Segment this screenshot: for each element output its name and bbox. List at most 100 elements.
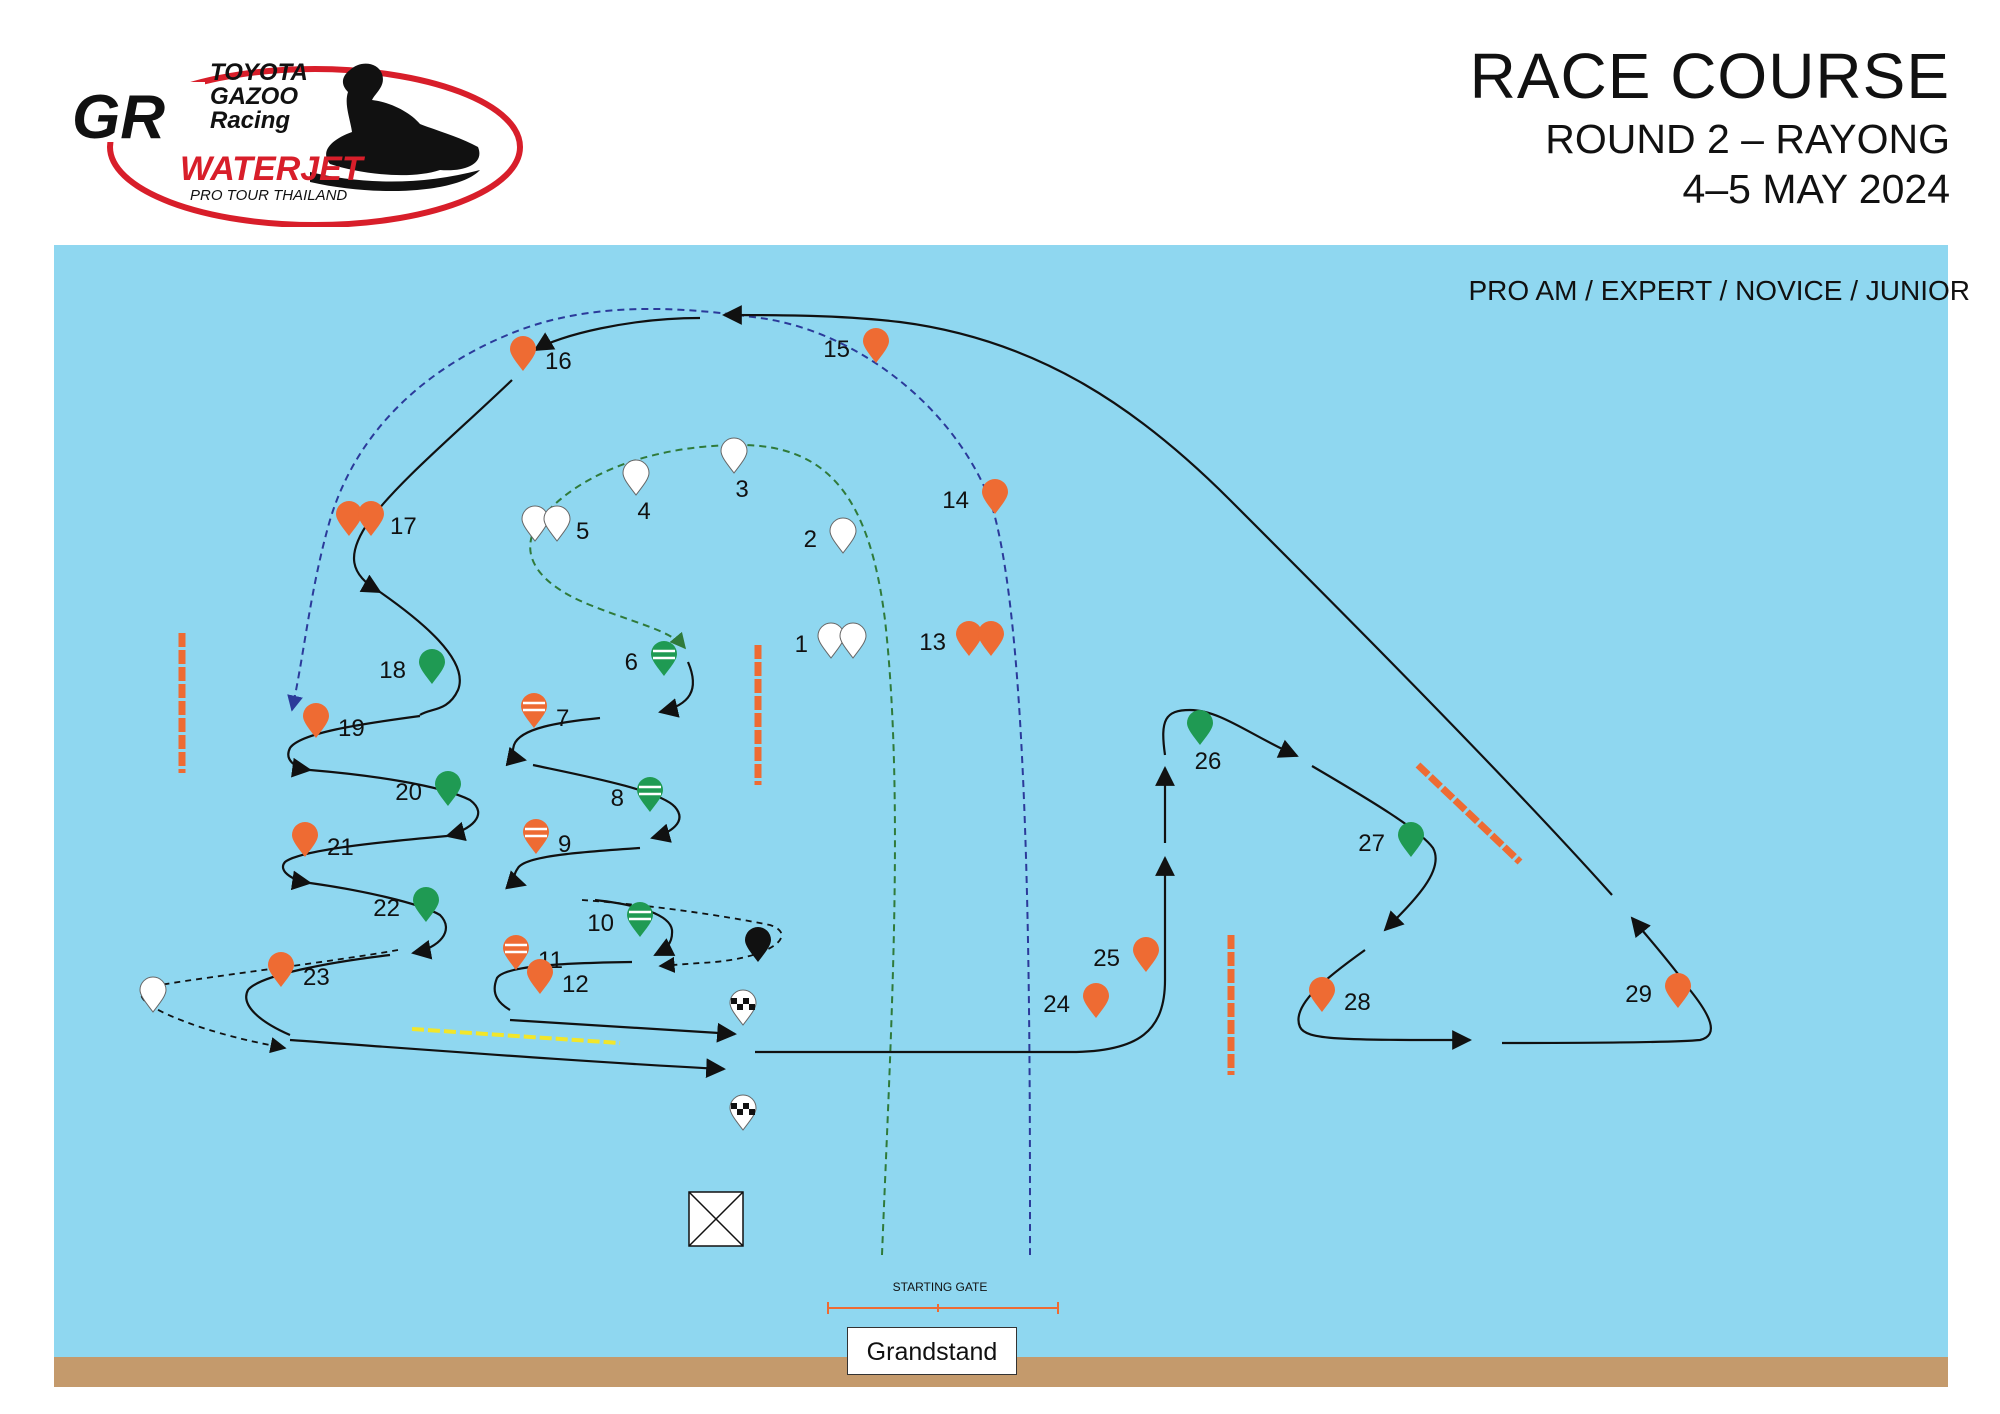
crossed-box-marker: [688, 1191, 744, 1247]
route-blue-dashed: [287, 308, 1031, 1256]
checker-square: [737, 1109, 743, 1115]
buoy-12: 12: [527, 959, 589, 998]
buoy-number-label: 4: [637, 498, 650, 525]
buoy-25: 25: [1093, 937, 1159, 972]
buoy-number-label: 17: [390, 513, 417, 540]
buoy-marker-icon: [336, 501, 362, 536]
buoy-number-label: 12: [562, 971, 589, 998]
buoy-number-label: 21: [327, 834, 354, 861]
buoy-23: 23: [268, 952, 330, 991]
buoy-marker-icon: [1133, 937, 1159, 972]
buoy-24: 24: [1043, 983, 1109, 1018]
buoy-marker-icon: [1187, 710, 1213, 745]
buoy-marker-icon: [303, 703, 329, 738]
buoy-number-label: 26: [1195, 748, 1222, 775]
buoy-marker-icon: [817, 622, 845, 659]
buoy-number-label: 8: [611, 785, 624, 812]
black-marker-buoy: [745, 927, 771, 962]
buoy-marker-icon: [292, 822, 318, 857]
buoy-number-label: 23: [303, 964, 330, 991]
buoy-number-label: 1: [795, 631, 808, 658]
page-title: RACE COURSE: [1469, 40, 1950, 112]
gr-mark: GR: [72, 83, 165, 152]
checker-square: [749, 1004, 755, 1010]
buoy-marker-icon: [982, 479, 1008, 514]
buoy-marker-icon: [829, 517, 857, 554]
buoy-29: 29: [1625, 973, 1691, 1008]
buoy-number-label: 18: [379, 657, 406, 684]
buoy-number-label: 20: [395, 779, 422, 806]
buoy-marker-icon: [956, 621, 982, 656]
buoy-22: 22: [373, 887, 439, 922]
buoy-number-label: 22: [373, 895, 400, 922]
buoy-number-label: 15: [823, 336, 850, 363]
buoy-number-label: 25: [1093, 945, 1120, 972]
buoy-marker-icon: [510, 336, 536, 371]
event-date: 4–5 MAY 2024: [1682, 166, 1950, 212]
checker-square: [749, 1109, 755, 1115]
buoy-number-label: 27: [1358, 830, 1385, 857]
buoy-13: 13: [919, 621, 1004, 656]
buoy-marker-icon: [521, 505, 549, 542]
barrier: [1415, 762, 1523, 865]
buoy-14: 14: [942, 479, 1008, 514]
checker-square: [731, 1103, 737, 1109]
white-marker-icon: [139, 976, 167, 1013]
barriers: [178, 633, 1523, 1075]
checker-square: [737, 1004, 743, 1010]
buoy-marker-icon: [419, 649, 445, 684]
buoy-marker-icon: [527, 959, 553, 994]
grandstand-label: Grandstand: [847, 1327, 1017, 1375]
title-block: RACE COURSE ROUND 2 – RAYONG 4–5 MAY 202…: [1470, 38, 1950, 214]
checker-square: [743, 998, 749, 1004]
water-area: [54, 245, 1948, 1357]
buoy-number-label: 29: [1625, 981, 1652, 1008]
logo-ring: [107, 66, 523, 227]
round-subtitle: ROUND 2 – RAYONG: [1545, 116, 1950, 162]
checker-square: [743, 1103, 749, 1109]
buoy-21: 21: [292, 822, 354, 861]
gr-mark-bg: [70, 82, 205, 142]
finish-flag-markers: [729, 989, 757, 1131]
buoy-16: 16: [510, 336, 572, 375]
buoy-marker-icon: [1665, 973, 1691, 1008]
buoy-20: 20: [395, 771, 461, 806]
buoy-6: 6: [625, 641, 677, 676]
buoy-number-label: 19: [338, 715, 365, 742]
buoy-marker-icon: [543, 505, 571, 542]
buoy-9: 9: [523, 819, 571, 858]
buoy-marker-icon: [839, 622, 867, 659]
buoy-number-label: 7: [556, 705, 569, 732]
buoy-17: 17: [336, 501, 417, 540]
buoy-3: 3: [720, 437, 749, 503]
buoy-marker-icon: [435, 771, 461, 806]
buoy-number-label: 10: [587, 910, 614, 937]
buoy-number-label: 2: [804, 526, 817, 553]
buoy-number-label: 5: [576, 518, 589, 545]
buoy-1: 1: [795, 622, 867, 659]
buoy-5: 5: [521, 505, 589, 545]
buoy-marker-icon: [1083, 983, 1109, 1018]
buoy-number-label: 14: [942, 487, 969, 514]
buoy-marker-icon: [863, 328, 889, 363]
logo-line-3: Racing: [210, 107, 290, 134]
buoy-marker-icon: [622, 459, 650, 496]
yellow-marker-line: [411, 1027, 621, 1045]
buoy-18: 18: [379, 649, 445, 684]
logo-line-2: GAZOO: [210, 83, 298, 110]
buoy-10: 10: [587, 902, 653, 937]
starting-gate: [827, 1302, 1059, 1314]
checkered-flag-icon: [729, 989, 757, 1026]
buoy-15: 15: [823, 328, 889, 363]
buoy-number-label: 24: [1043, 991, 1070, 1018]
buoy-marker-icon: [1398, 822, 1424, 857]
black-marker-icon: [745, 927, 771, 962]
race-classes: PRO AM / EXPERT / NOVICE / JUNIOR: [1468, 275, 1970, 306]
buoy-4: 4: [622, 459, 651, 525]
buoy-number-label: 6: [625, 649, 638, 676]
checker-square: [731, 998, 737, 1004]
buoy-7: 7: [521, 693, 569, 732]
buoy-marker-icon: [1309, 977, 1335, 1012]
rider-silhouette-icon: [310, 63, 480, 192]
logo-tagline: PRO TOUR THAILAND: [190, 187, 347, 204]
